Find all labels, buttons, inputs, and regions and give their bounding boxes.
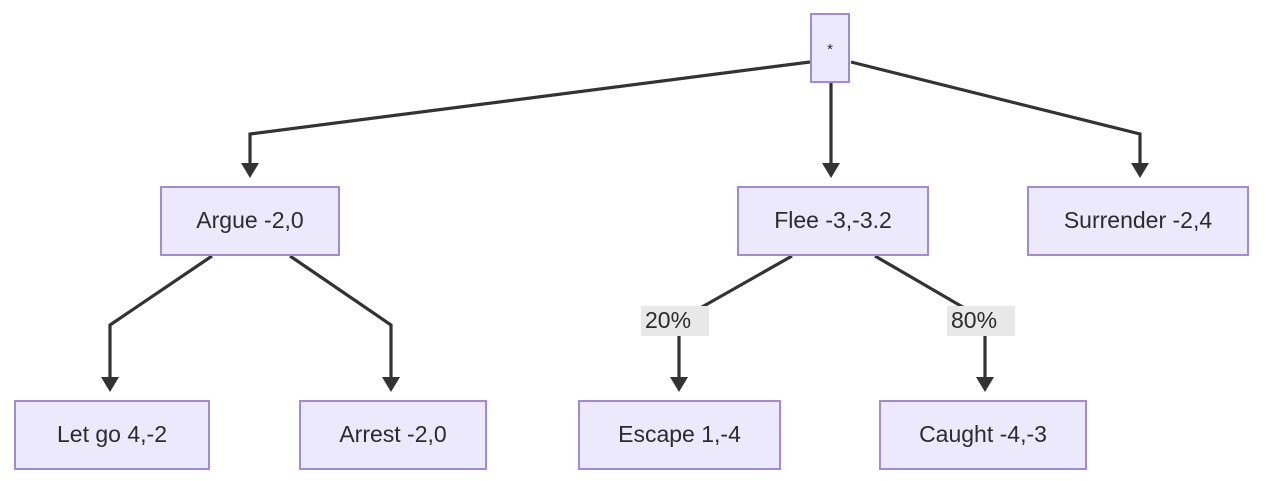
edge-label-background <box>947 306 1015 336</box>
node-label: Arrest -2,0 <box>339 421 446 447</box>
node-label: Flee -3,-3.2 <box>774 207 892 233</box>
node-root[interactable]: * <box>810 13 850 83</box>
edge-label-background <box>641 306 709 336</box>
edge-arrowhead <box>822 163 840 178</box>
node-letgo[interactable]: Let go 4,-2 <box>14 400 210 470</box>
node-label: Escape 1,-4 <box>618 421 741 447</box>
edge-arrowhead <box>382 377 400 392</box>
node-caught[interactable]: Caught -4,-3 <box>879 400 1087 470</box>
edge-arrowhead <box>101 377 119 392</box>
edge-root-to-surrender <box>850 60 1149 178</box>
edge-root-to-flee <box>822 83 840 178</box>
node-box[interactable] <box>879 400 1087 470</box>
node-escape[interactable]: Escape 1,-4 <box>578 400 781 470</box>
node-box[interactable] <box>1027 186 1249 256</box>
edge-arrowhead <box>670 377 688 392</box>
node-argue[interactable]: Argue -2,0 <box>160 186 340 256</box>
node-box[interactable] <box>14 400 210 470</box>
node-flee[interactable]: Flee -3,-3.2 <box>737 186 929 256</box>
node-label: Let go 4,-2 <box>57 421 167 447</box>
edge-label-text: 80% <box>951 307 997 333</box>
edge-label-80pct: 80% <box>947 306 1015 336</box>
node-label: Argue -2,0 <box>196 207 303 233</box>
edge-argue-to-letgo <box>101 254 213 392</box>
node-arrest[interactable]: Arrest -2,0 <box>299 400 487 470</box>
edge-arrowhead <box>976 377 994 392</box>
edge-label-text: 20% <box>645 307 691 333</box>
edge-arrowhead <box>241 163 259 178</box>
node-box[interactable] <box>737 186 929 256</box>
node-box[interactable] <box>299 400 487 470</box>
edge-argue-to-arrest <box>289 254 400 392</box>
edge-arrowhead <box>1131 163 1149 178</box>
node-box[interactable] <box>578 400 781 470</box>
node-label: Surrender -2,4 <box>1064 207 1213 233</box>
edge-labels-layer: 20% 80% <box>641 306 1015 336</box>
edge-label-20pct: 20% <box>641 306 709 336</box>
node-label: Caught -4,-3 <box>919 421 1047 447</box>
node-box[interactable] <box>810 13 850 83</box>
nodes-layer: * Argue -2,0 Flee -3,-3.2 Surrender -2,4Let… <box>14 13 1249 470</box>
edge-root-to-argue <box>241 60 811 178</box>
node-box[interactable] <box>160 186 340 256</box>
node-surrender[interactable]: Surrender -2,4 <box>1027 186 1249 256</box>
node-label: * <box>827 41 833 58</box>
